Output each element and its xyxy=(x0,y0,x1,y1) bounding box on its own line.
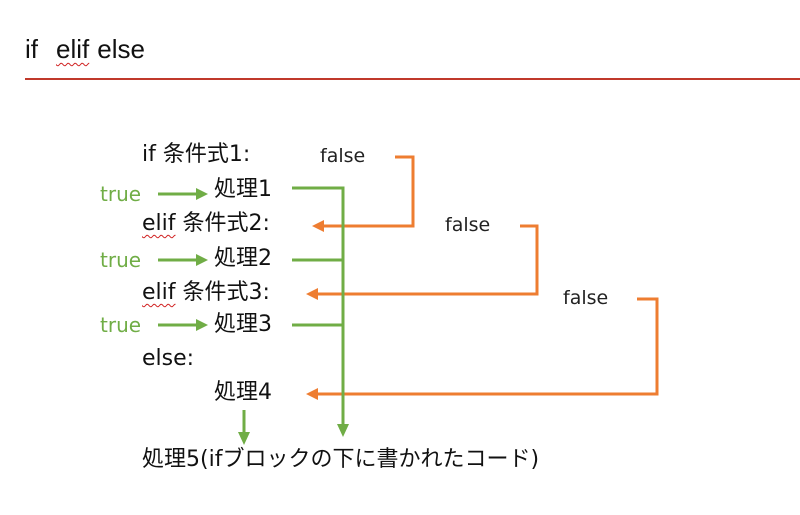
elif-condition-2: 条件式2: xyxy=(175,211,270,236)
false-arrowhead-3 xyxy=(306,388,318,400)
true-arrowhead-3 xyxy=(196,319,208,331)
false-arrowhead-2 xyxy=(306,288,318,300)
false-arrow-3 xyxy=(317,297,659,396)
code-proc1: 処理1 xyxy=(214,177,272,202)
code-elif-line-3: elif 条件式3: xyxy=(142,282,270,304)
title-else: else xyxy=(97,34,145,64)
true-arrowhead-1 xyxy=(196,188,208,200)
code-elif-line-2: elif 条件式2: xyxy=(142,213,270,235)
title-if: if xyxy=(25,34,38,64)
title-elif: elif xyxy=(56,34,90,64)
elif-keyword: elif xyxy=(142,280,176,305)
false-arrowhead-1 xyxy=(312,220,324,232)
exit-line-main xyxy=(292,186,345,425)
code-proc2: 処理2 xyxy=(214,246,272,271)
elif-keyword: elif xyxy=(142,211,176,236)
elif-condition-3: 条件式3: xyxy=(175,280,270,305)
true-label-2: true xyxy=(100,248,142,272)
false-arrow-2 xyxy=(317,224,539,296)
false-arrows xyxy=(306,155,659,400)
exit-arrows xyxy=(238,186,349,445)
false-label-2: false xyxy=(445,214,491,236)
code-proc3: 処理3 xyxy=(214,312,272,337)
proc4-down-arrowhead xyxy=(238,432,250,445)
false-label-3: false xyxy=(563,287,609,309)
false-label-1: false xyxy=(320,145,366,167)
true-arrowhead-2 xyxy=(196,254,208,266)
true-arrows xyxy=(158,188,208,331)
code-else-line: else: xyxy=(142,346,195,371)
code-proc5: 処理5(ifブロックの下に書かれたコード) xyxy=(142,447,540,472)
code-proc4: 処理4 xyxy=(214,380,272,405)
code-if-line: if 条件式1: xyxy=(142,142,251,167)
title-divider xyxy=(25,78,800,80)
exit-arrowhead-main xyxy=(337,424,349,437)
true-label-1: true xyxy=(100,182,142,206)
false-arrow-1 xyxy=(322,155,415,228)
true-label-3: true xyxy=(100,313,142,337)
